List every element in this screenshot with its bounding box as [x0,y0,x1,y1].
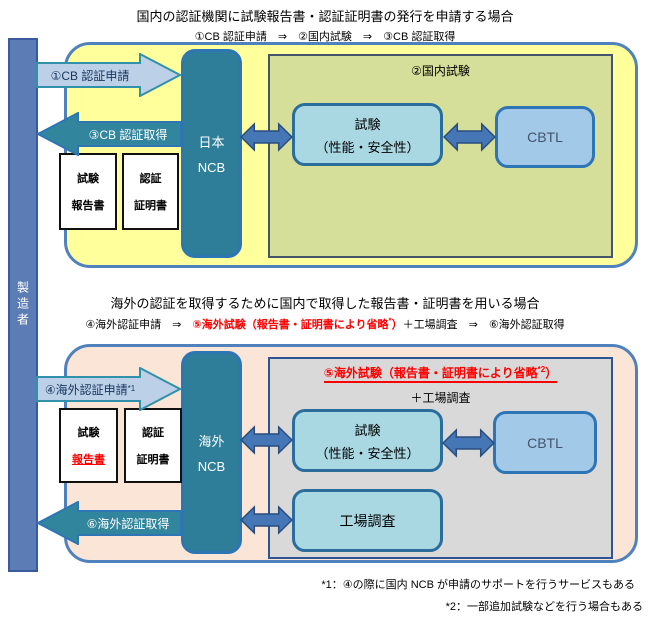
test-report-overseas-line2: 報告書 [72,454,105,466]
cb-apply-arrow-label: ①CB 認証申請 [50,68,130,83]
overseas-apply-text: ④海外認証申請 [44,382,128,397]
manufacturer-label: 製造者 [15,281,30,329]
cert-doc-overseas-line2: 証明書 [136,454,170,466]
double-arrow-test-cbtl-icon [443,122,496,152]
cb-apply-arrow: ①CB 認証申請 [36,53,182,97]
overseas-ncb-box: 海外 NCB [181,351,242,554]
overseas-test-line1: 試験 [354,422,381,438]
cert-doc-line2: 証明書 [134,200,167,212]
overseas-section-title: 海外の認証を取得するために国内で取得した報告書・証明書を用いる場合 [110,296,540,311]
overseas-ncb-line1: 海外 [198,434,225,449]
test-report-line1: 試験 [77,173,99,185]
domestic-test-box: 試験 （性能・安全性） [292,103,443,166]
cb-obtain-arrow-label: ③CB 認証取得 [88,127,168,142]
test-report-line2: 報告書 [71,200,105,212]
overseas-flow-asterisk: * [388,316,392,326]
cert-doc-line1: 認証 [139,173,162,185]
factory-audit-box: 工場調査 [292,489,443,552]
double-arrow-ncb-test-icon [240,122,293,152]
overseas-cbtl-label: CBTL [527,434,563,451]
factory-audit-label: 工場調査 [339,512,396,529]
cert-doc-overseas-line1: 認証 [142,427,164,439]
double-arrow-ncb-test-overseas-icon [240,425,293,455]
cert-doc-overseas: 認証 証明書 [124,408,182,483]
overseas-test-line2: （性能・安全性） [315,445,420,461]
overseas-title-text: ⑤海外試験（報告書・証明書により省略 [323,366,538,380]
test-report-overseas-line1: 試験 [77,427,100,439]
overseas-ncb-line2: NCB [197,459,226,474]
overseas-title-asterisk: *2 [537,365,546,374]
overseas-flow-red-close: ） [391,319,403,331]
footnote-2: *2：一部追加試験などを行う場合もある [445,601,643,613]
overseas-flow-pre: ④海外認証申請 ⇒ [85,319,193,331]
plus-factory-label: ＋工場調査 [410,391,471,405]
footnote-1: *1：④の際に国内 NCB が申請のサポートを行うサービスもある [321,579,635,591]
domestic-cbtl-box: CBTL [495,106,595,168]
overseas-test-box: 試験 （性能・安全性） [292,409,443,472]
overseas-test-area-title: ⑤海外試験（報告書・証明書により省略*2） [268,364,613,383]
japan-ncb-line2: NCB [197,160,226,175]
overseas-apply-arrow: ④海外認証申請*1 [36,367,182,411]
manufacturer-bar: 製造者 [8,38,38,572]
domestic-test-area-label: ②国内試験 [411,64,470,78]
japan-ncb-line1: 日本 [198,135,225,150]
cb-obtain-arrow: ③CB 認証取得 [36,112,182,156]
double-arrow-ncb-factory-icon [240,505,293,535]
overseas-obtain-arrow-label: ⑥海外認証取得 [86,516,170,531]
overseas-flow-post: ＋工場調査 ⇒ ⑥海外認証取得 [402,319,565,331]
double-arrow-test-cbtl-overseas-icon [442,428,495,458]
test-report-doc-overseas: 試験 報告書 [59,408,118,483]
domestic-section-title: 国内の認証機関に試験報告書・認証証明書の発行を申請する場合 [136,9,514,24]
overseas-obtain-arrow: ⑥海外認証取得 [36,501,182,545]
overseas-cbtl-box: CBTL [493,411,597,474]
domestic-cbtl-label: CBTL [527,129,563,145]
japan-ncb-box: 日本 NCB [181,49,242,258]
cert-doc: 認証 証明書 [122,153,179,230]
overseas-apply-arrow-label: ④海外認証申請*1 [44,382,136,397]
domestic-flow-steps: ①CB 認証申請 ⇒ ②国内試験 ⇒ ③CB 認証取得 [194,31,456,43]
overseas-flow-red: ⑤海外試験（報告書・証明書により省略 [192,319,389,331]
test-report-doc: 試験 報告書 [59,153,117,230]
overseas-title-close: ） [545,366,558,380]
domestic-test-line1: 試験 [354,116,381,132]
overseas-flow-steps: ④海外認証申請 ⇒ ⑤海外試験（報告書・証明書により省略*）＋工場調査 ⇒ ⑥海… [0,316,650,332]
domestic-test-line2: （性能・安全性） [315,139,420,155]
